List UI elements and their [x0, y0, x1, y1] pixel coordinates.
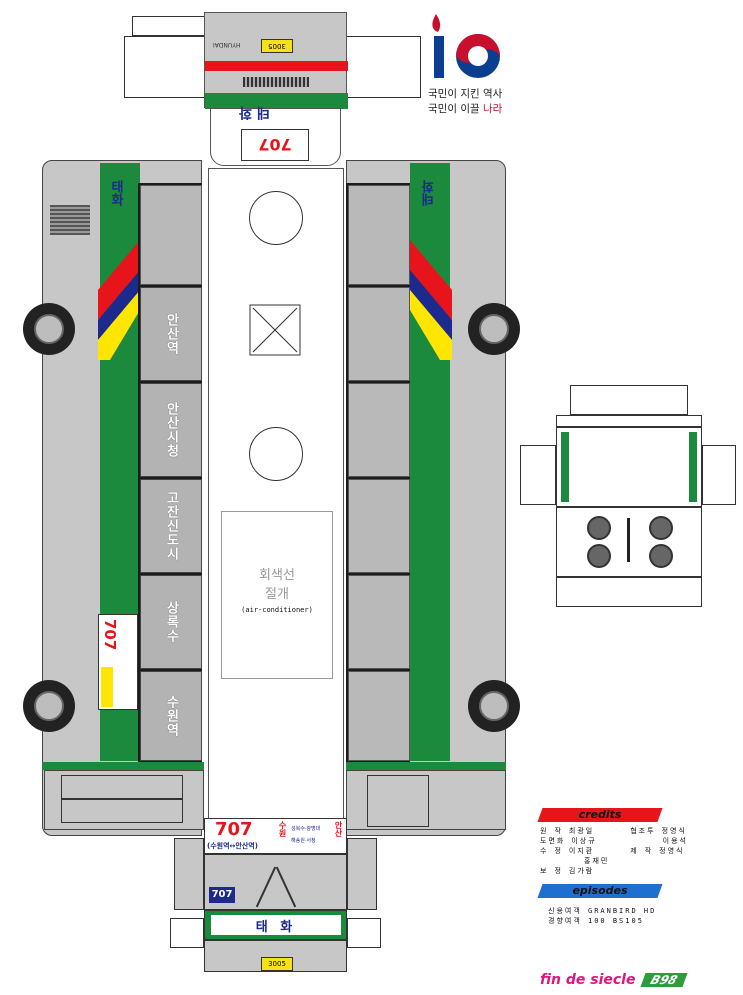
roof: 회색선 절개 (air-conditioner) — [208, 168, 344, 844]
episodes-heading: episodes — [537, 884, 663, 898]
right-rear-wheel — [468, 680, 520, 732]
roof-vent-icon — [249, 304, 301, 356]
windshield: 707 — [204, 854, 347, 910]
front-company-band: 태 화 — [204, 910, 347, 940]
right-company-vertical: 태화 — [422, 180, 437, 206]
credits-heading: credits — [537, 808, 663, 822]
front-sign-right: 안산 — [334, 821, 343, 837]
left-door-section — [44, 770, 204, 830]
anniversary-logo: 100 국민이 지킨 역사 국민이 이끌 나라 — [428, 12, 528, 122]
cut-label-2: 절개 — [265, 587, 289, 602]
right-window-1 — [348, 185, 410, 285]
logo-100-icon: 100 — [432, 14, 516, 78]
front-sign-board: 707 (수원역↔안산역) 수원 성복수·광명대 해송원·서청 안산 — [204, 818, 347, 854]
rear-route-number: 707 — [258, 135, 292, 155]
brand-label: HYUNDAI — [213, 41, 241, 48]
front-route-number: 707 — [215, 819, 253, 840]
side-route-number: 707 — [101, 619, 119, 651]
rear-left-flap — [124, 36, 206, 98]
rear-route-sign: 707 — [241, 129, 309, 161]
cut-label-sub: (air-conditioner) — [241, 606, 313, 614]
right-window-4 — [348, 479, 410, 573]
ac-fan-2 — [587, 544, 611, 568]
credit-row-4: 홍재민 — [584, 857, 610, 865]
front-bumper-left — [170, 918, 204, 948]
logo-line2: 국민이 이끌 — [428, 103, 483, 115]
aircon-net — [520, 385, 736, 620]
front-right-flap — [347, 838, 377, 910]
front-sign-left: 수원 — [278, 821, 287, 837]
wiper-right — [275, 866, 297, 908]
wiper-left — [255, 866, 277, 908]
front-route-text: (수원역↔안산역) — [207, 842, 258, 850]
episodes-list: 신용여객 GRANBIRD HD 경향여객 100 BS105 — [548, 906, 738, 926]
episode-row-1: 신용여객 GRANBIRD HD — [548, 907, 657, 915]
aircon-cutout: 회색선 절개 (air-conditioner) — [221, 511, 333, 679]
front-plate: 3005 — [261, 957, 293, 971]
logo-line1: 국민이 지킨 역사 — [428, 88, 503, 100]
side-route-yellow — [101, 667, 113, 707]
right-window-2 — [348, 287, 410, 381]
destination-panel-1: 안산역 — [140, 287, 202, 381]
rear-window-panel: 태 화 707 — [210, 104, 341, 166]
front-sign-mid1: 성복수·광명대 — [291, 826, 321, 832]
roof-hatch-2 — [249, 427, 303, 481]
ac-fan-4 — [649, 544, 673, 568]
cut-label-1: 회색선 — [259, 568, 295, 583]
left-vent — [50, 205, 90, 235]
destination-panel-5: 수원역 — [140, 671, 202, 761]
ac-fan-3 — [649, 516, 673, 540]
rear-top-flap — [132, 16, 206, 36]
rear-company: 태 화 — [239, 104, 270, 120]
rear-lights — [205, 61, 348, 71]
episode-row-2: 경향여객 100 BS105 — [548, 917, 644, 925]
destination-panel-3: 고잔신도시 — [140, 479, 202, 573]
left-rear-wheel — [23, 680, 75, 732]
logo-line2-accent: 나라 — [482, 103, 503, 115]
rear-face: HYUNDAI 3005 — [204, 12, 348, 109]
left-company-vertical: 태화 — [108, 180, 123, 206]
destination-panel-4: 상록수 — [140, 575, 202, 669]
front-lower: 3005 — [204, 940, 347, 972]
right-window-5 — [348, 575, 410, 669]
destination-panel-2: 안산시청 — [140, 383, 202, 477]
left-front-wheel — [23, 303, 75, 355]
roof-hatch-1 — [249, 191, 303, 245]
rear-grille — [243, 77, 309, 87]
front-small-route: 707 — [209, 887, 235, 903]
logo-number: 100 — [508, 72, 516, 77]
left-window-1 — [140, 185, 202, 285]
front-sign-mid2: 해송원·서청 — [291, 838, 316, 844]
side-route-sign: 707 — [98, 614, 138, 710]
right-window-6 — [348, 671, 410, 761]
right-bottom-green — [346, 762, 506, 770]
ac-fan-1 — [587, 516, 611, 540]
signature-text: fin de siecle — [540, 972, 636, 988]
rear-right-flap — [345, 36, 421, 98]
signature: fin de siecle B98 — [540, 970, 738, 990]
signature-tag: B98 — [640, 973, 688, 987]
front-company: 태 화 — [255, 919, 297, 935]
rear-plate: 3005 — [261, 39, 293, 53]
rear-stripe — [205, 93, 348, 109]
front-left-flap — [174, 838, 204, 910]
right-front-wheel — [468, 303, 520, 355]
front-bumper-right — [347, 918, 381, 948]
left-livery-swoosh — [98, 240, 140, 360]
right-livery-swoosh — [410, 240, 452, 360]
left-bottom-green — [42, 762, 204, 770]
right-window-3 — [348, 383, 410, 477]
right-door-section — [346, 770, 506, 830]
